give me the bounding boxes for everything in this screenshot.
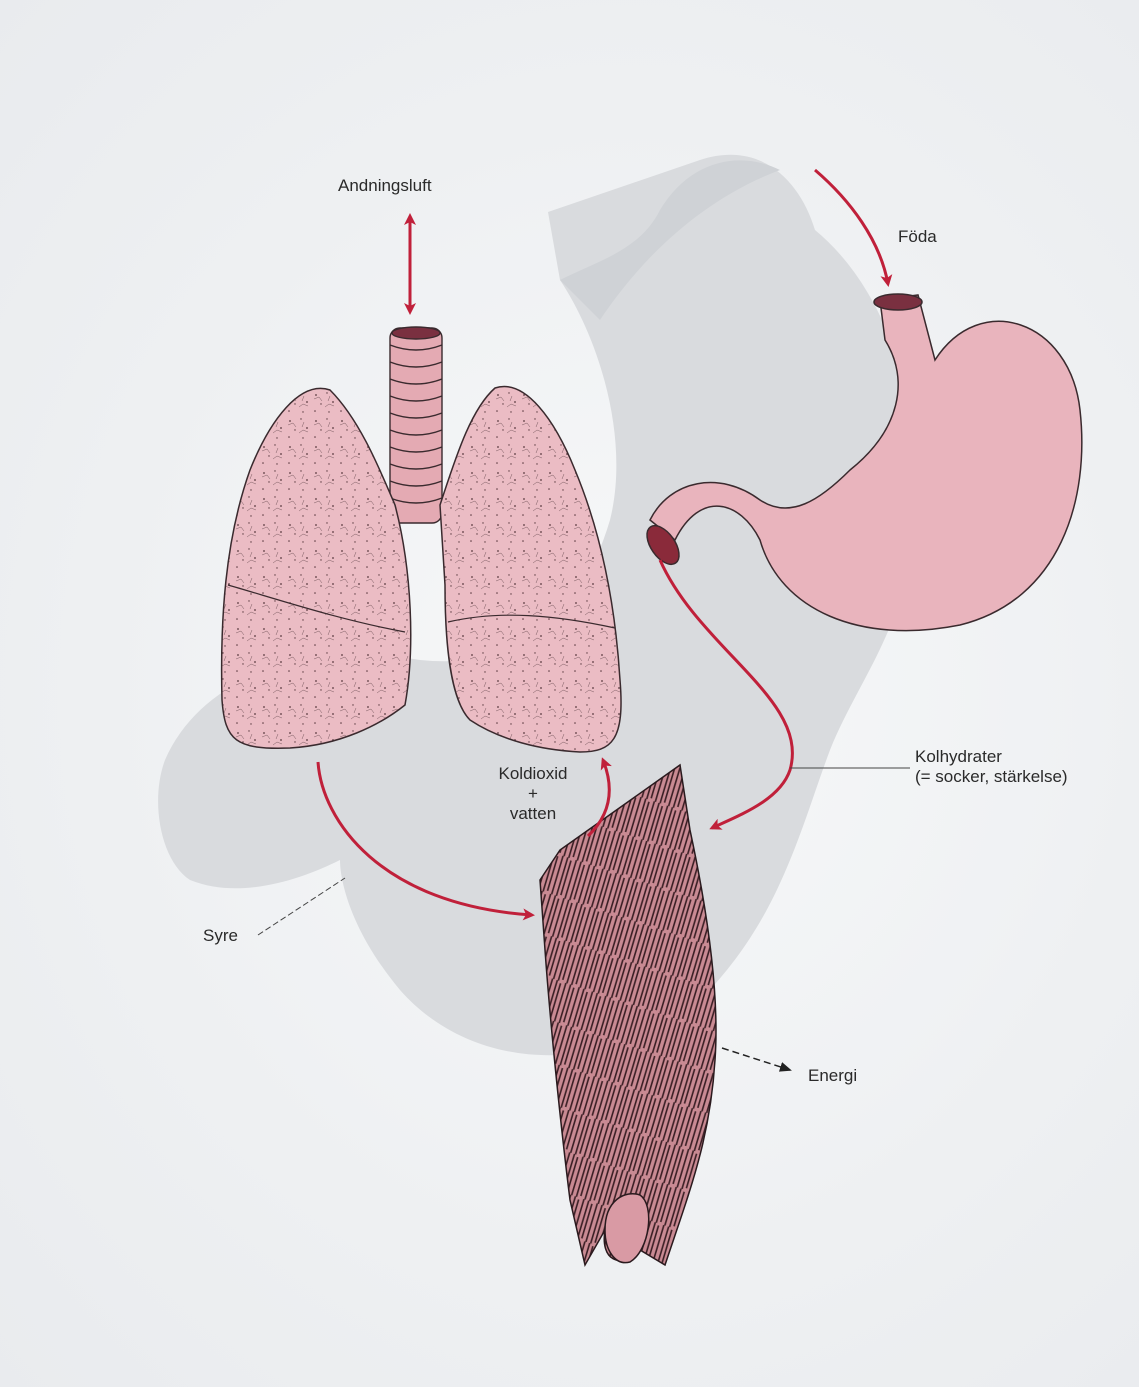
energy-leader [722, 1048, 790, 1070]
right-lung [440, 387, 621, 752]
co2-label: Koldioxid + vatten [478, 764, 588, 824]
left-lung [222, 388, 411, 748]
carbohydrate-label: Kolhydrater (= socker, stärkelse) [915, 747, 1068, 787]
co2-label-plus: + [478, 784, 588, 804]
carbohydrate-label-line2: (= socker, stärkelse) [915, 767, 1068, 787]
oxygen-label: Syre [203, 926, 238, 946]
air-label: Andningsluft [338, 176, 432, 196]
carbohydrate-label-line1: Kolhydrater [915, 747, 1068, 767]
food-label: Föda [898, 227, 937, 247]
co2-label-line2: vatten [478, 804, 588, 824]
trachea [390, 327, 442, 523]
oxygen-leader [258, 878, 345, 935]
co2-label-line1: Koldioxid [478, 764, 588, 784]
energy-label: Energi [808, 1066, 857, 1086]
